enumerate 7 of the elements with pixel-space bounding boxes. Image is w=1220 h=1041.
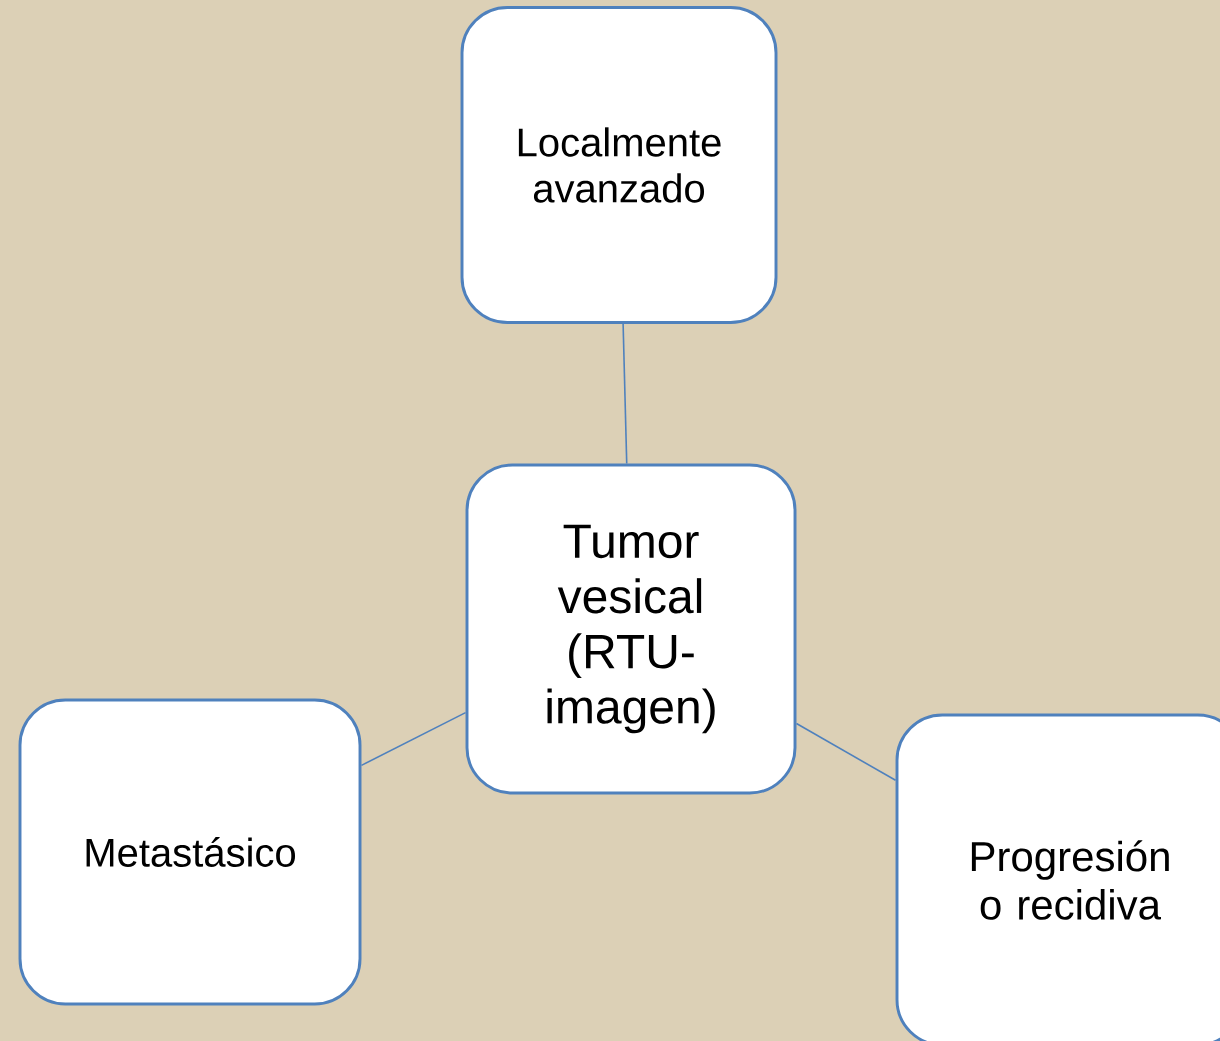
rounded-box: Tumor vesical (RTU-imagen) xyxy=(465,463,797,795)
rounded-box: Metastásico xyxy=(18,698,362,1006)
connector-line xyxy=(795,722,897,782)
rounded-box: Progresión o recidiva xyxy=(895,713,1220,1041)
connector-line xyxy=(360,711,467,767)
rounded-box: Localmente avanzado xyxy=(460,6,778,324)
connector-line xyxy=(622,323,628,465)
